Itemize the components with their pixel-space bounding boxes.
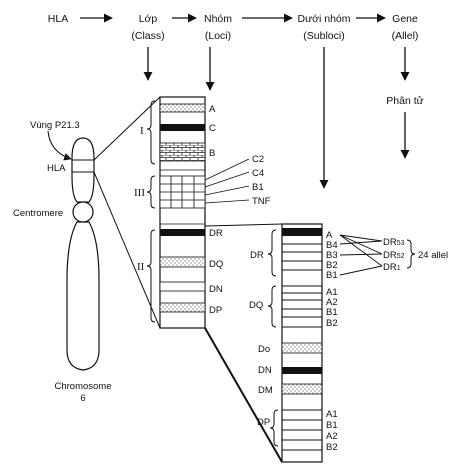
class-ii-label: II [137, 261, 145, 273]
header-loci-title: Nhóm [204, 13, 232, 25]
chromosome-hla-label: HLA [47, 163, 66, 174]
dr-group-brace [267, 229, 277, 277]
dq-group-label: DQ [249, 300, 263, 311]
zoom-line-loci-top [204, 223, 283, 227]
allele-count-label: 24 allel [418, 250, 448, 261]
pointer-c2 [204, 158, 250, 181]
centromere-label: Centromere [13, 208, 63, 219]
zoom-line-chromosome-bottom [93, 171, 161, 329]
class-iii-label: III [134, 187, 145, 199]
dp-group-label: DP [257, 417, 270, 428]
class-i-brace [146, 100, 156, 165]
class-iii-grid-lines [160, 176, 205, 208]
class-iii-brace [146, 175, 156, 209]
locus-label-b: B [209, 148, 215, 159]
locus-dr-band [160, 229, 205, 236]
dr-group-label: DR [250, 250, 264, 261]
dr-gene-a: A [326, 230, 333, 241]
loci-bar [159, 96, 206, 329]
locus-c-band [160, 124, 205, 131]
subloci-dm-band [281, 383, 323, 395]
header-class-subtitle: (Class) [131, 30, 164, 42]
centromere-shape [72, 201, 94, 223]
chromosome-long-arm [66, 221, 100, 371]
locus-label-dq: DQ [209, 259, 223, 270]
locus-b-band [159, 142, 206, 162]
locus-label-b1: B1 [252, 182, 264, 193]
allele-connection-lines [339, 234, 383, 276]
chromosome-6 [66, 137, 100, 371]
locus-dn-band [159, 281, 206, 292]
header-class-title: Lớp [139, 13, 158, 25]
subloci-dn-band [282, 367, 322, 374]
zoom-line-loci-bottom [204, 327, 283, 463]
chromosome-short-arm [71, 137, 95, 203]
dn-label: DN [258, 365, 272, 376]
dp-group-brace [269, 409, 279, 447]
class-i-label: I [140, 125, 144, 137]
locus-label-dn: DN [209, 284, 223, 295]
subloci-dp-lines [282, 409, 322, 451]
dq-gene-a2: A2 [326, 297, 338, 308]
subloci-dr-a-band [282, 228, 322, 236]
dr-gene-b1: B1 [326, 270, 338, 281]
pointer-c4 [204, 171, 250, 188]
subloci-bar [281, 223, 323, 463]
allele-dr53-label: DR53 [383, 237, 405, 248]
header-loci-subtitle: (Loci) [205, 30, 231, 42]
locus-label-dp: DP [209, 305, 222, 316]
subloci-dr-b-lines [282, 243, 322, 271]
pointer-tnf [204, 199, 250, 204]
header-subloci-subtitle: (Subloci) [303, 30, 344, 42]
locus-label-tnf: TNF [252, 196, 271, 207]
locus-dp-band [159, 302, 206, 313]
allele-dr52-label: DR52 [383, 250, 405, 261]
header-hla-label: HLA [48, 13, 68, 25]
header-gene-subtitle: (Allel) [392, 30, 419, 42]
dr-gene-b3: B3 [326, 250, 338, 261]
subloci-dq-lines [282, 285, 322, 328]
locus-label-a: A [209, 104, 216, 115]
allele-brace [406, 239, 416, 269]
region-p21-3-label: Vùng P21.3 [30, 120, 80, 131]
dp-gene-b2: B2 [326, 442, 338, 453]
header-subloci-title: Dưới nhóm [297, 13, 350, 25]
header-row: HLA Lớp (Class) Nhóm (Loci) Dưới nhóm (S… [48, 13, 419, 42]
subloci-do-band [281, 342, 323, 354]
locus-dq-band [159, 256, 206, 268]
dq-group-brace [267, 285, 277, 328]
pointer-b1 [204, 185, 250, 196]
dq-gene-a1: A1 [326, 287, 338, 298]
dm-label: DM [258, 385, 273, 396]
dp-gene-a1: A1 [326, 409, 338, 420]
dr-gene-b2: B2 [326, 260, 338, 271]
dp-gene-a2: A2 [326, 431, 338, 442]
locus-label-c: C [209, 123, 216, 134]
dq-gene-b1: B1 [326, 307, 338, 318]
locus-label-dr: DR [209, 228, 223, 239]
molecule-label: Phân tử [386, 95, 423, 107]
allele-dr1-label: DR1 [383, 262, 401, 273]
dq-gene-b2: B2 [326, 318, 338, 329]
locus-label-c2: C2 [252, 154, 264, 165]
locus-label-c4: C4 [252, 168, 264, 179]
loci-bar-frame [159, 96, 206, 329]
chromosome-name-line1: Chromosome [54, 381, 111, 392]
chromosome-name-line2: 6 [80, 393, 85, 404]
do-label: Do [258, 344, 270, 355]
dp-gene-b1: B1 [326, 420, 338, 431]
class-ii-brace [146, 229, 156, 323]
header-gene-title: Gene [392, 13, 418, 25]
dr-gene-b4: B4 [326, 240, 338, 251]
locus-a-band [159, 103, 206, 113]
region-pointer-arrow [47, 130, 72, 161]
zoom-line-chromosome-top [93, 96, 161, 161]
